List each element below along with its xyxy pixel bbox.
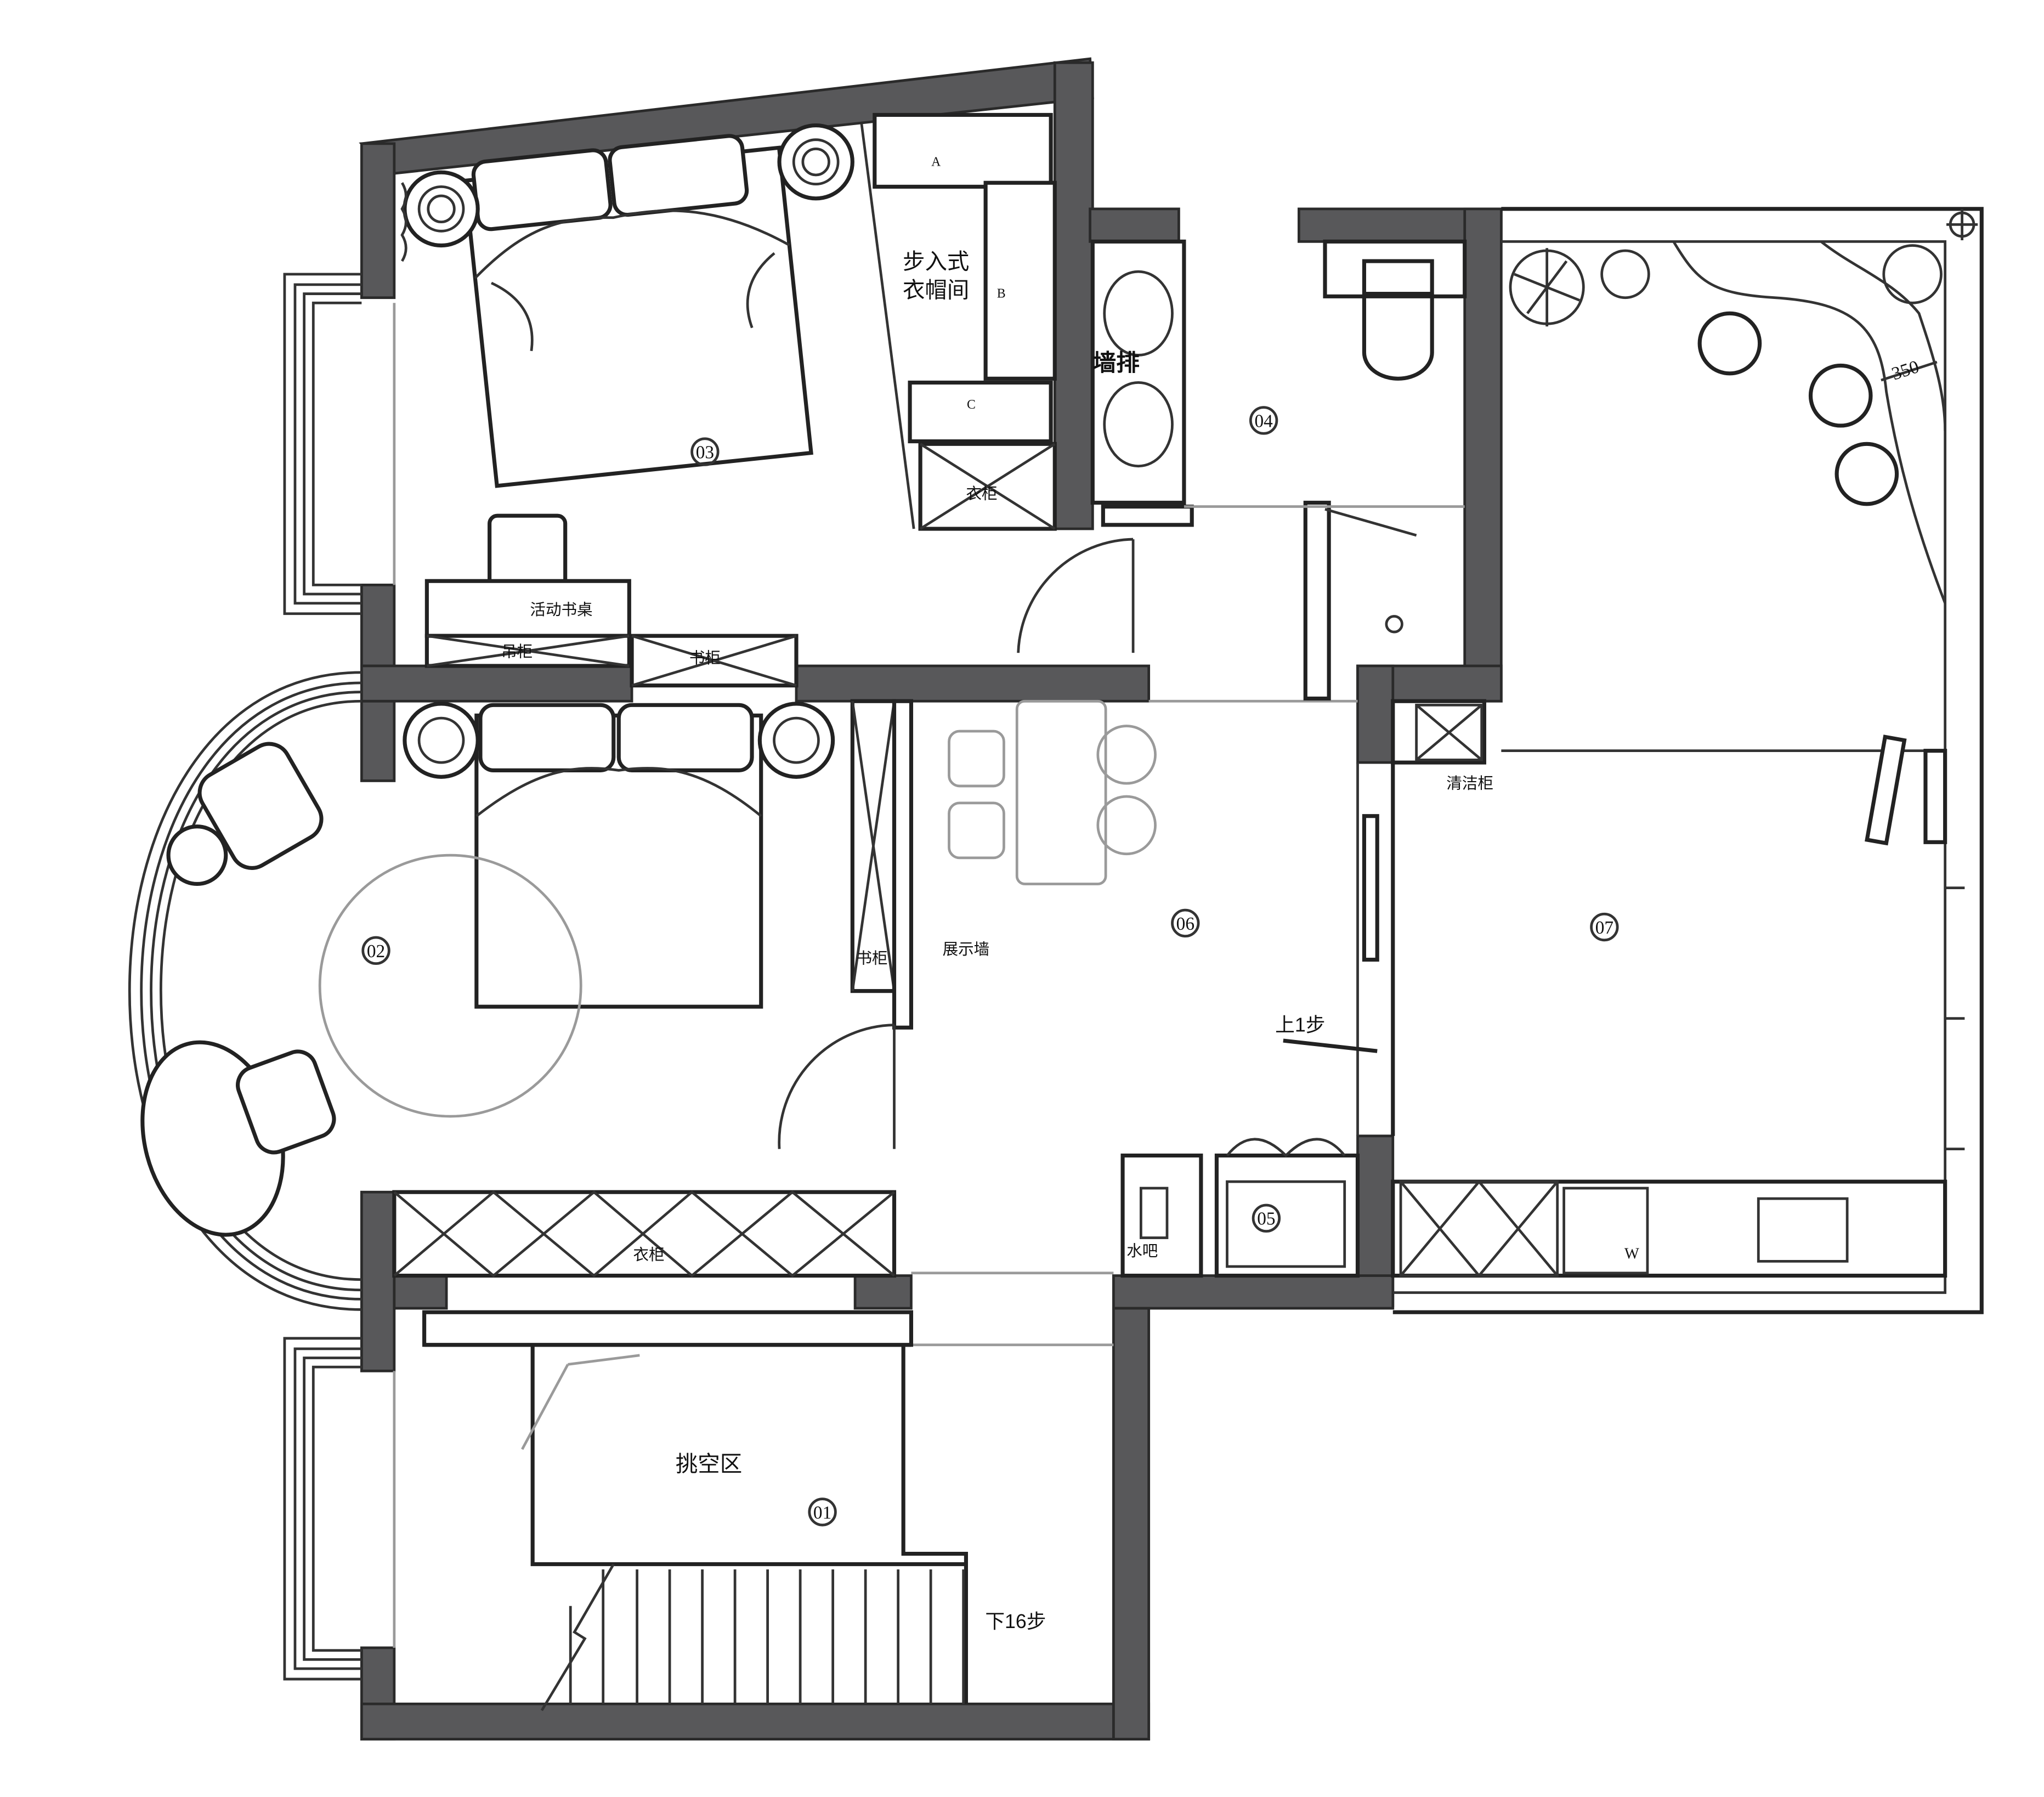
wall-br-divider-a <box>360 664 633 703</box>
bookcase-v-label: 书柜 <box>856 950 887 968</box>
wall-closet-top <box>1089 207 1180 243</box>
wall-clean-west <box>1356 664 1395 764</box>
sliding-door <box>1362 814 1379 962</box>
living-06 <box>948 699 1379 1278</box>
down-steps-label: 下16步 <box>985 1610 1046 1632</box>
up-step-label: 上1步 <box>1275 1014 1325 1036</box>
rug-round <box>318 854 582 1118</box>
cabinet-b-label: B <box>997 287 1006 301</box>
labels: 03 04 02 06 07 05 <box>361 155 1922 1632</box>
room-number-02: 02 <box>367 941 385 962</box>
stairs-01 <box>521 1354 965 1711</box>
wall-drain-label: 墙排 <box>1092 350 1140 376</box>
wall-west-mid <box>360 583 396 668</box>
wall-stair-east <box>1112 1307 1151 1741</box>
walls <box>359 57 1503 1741</box>
cleaning-cabinet-label: 清洁柜 <box>1446 775 1493 793</box>
room-tag-05: 05 <box>1252 1203 1281 1233</box>
cabinet-c-label: C <box>967 398 976 412</box>
armchair-upper <box>197 742 324 870</box>
water-bar-label: 水吧 <box>1126 1242 1158 1260</box>
closet-cabinet-b <box>983 180 1057 381</box>
bed-second <box>474 703 763 1009</box>
counter-07 <box>1391 1179 1947 1278</box>
nightstand-02-left <box>403 702 480 779</box>
bedroom-03 <box>400 112 1194 688</box>
wall-closet-east <box>1053 61 1094 530</box>
closet-cabinet-a <box>873 112 1053 189</box>
room-number-03: 03 <box>696 442 714 462</box>
nightstand-left <box>403 170 480 248</box>
outlines <box>128 207 1984 1704</box>
wall-bath-east <box>1463 207 1503 703</box>
wardrobe-top-label: 衣柜 <box>966 485 997 502</box>
bookcase-h-label: 书柜 <box>689 649 721 667</box>
room-number-04: 04 <box>1254 411 1273 431</box>
movable-desk-label: 活动书桌 <box>530 601 592 619</box>
cabinet-a-label: A <box>931 155 941 169</box>
room-tag-02: 02 <box>361 936 390 965</box>
dining-table <box>1015 699 1107 885</box>
room-tag-01: 01 <box>808 1498 837 1527</box>
bed-master <box>462 134 813 488</box>
wardrobe-bottom-label: 衣柜 <box>633 1246 664 1264</box>
water-bar <box>1120 1153 1203 1278</box>
unit-05 <box>1214 1153 1360 1278</box>
closet-cabinet-c <box>908 380 1053 444</box>
bath-04 <box>1090 239 1467 701</box>
walkin-closet-label-2: 衣帽间 <box>903 278 969 303</box>
room-number-05: 05 <box>1257 1209 1275 1229</box>
room-tag-03: 03 <box>690 437 720 466</box>
display-wall-label: 展示墙 <box>943 941 990 958</box>
curtain-br03 <box>400 182 407 262</box>
wall-br03-west <box>360 142 396 300</box>
terrace-07 <box>1391 208 1978 1278</box>
side-table <box>166 824 228 886</box>
nightstand-02-right <box>757 702 835 779</box>
compass-icon <box>1946 208 1978 240</box>
room-number-07: 07 <box>1595 918 1613 938</box>
nightstand-right <box>777 123 854 201</box>
plant-icon <box>1509 244 1943 327</box>
desk-movable <box>424 579 631 638</box>
cleaning-cabinet <box>1391 699 1486 765</box>
wall-corridor-b <box>853 1274 913 1310</box>
hanging-cabinet-label: 吊柜 <box>501 643 533 660</box>
armchair-lower <box>236 1049 336 1155</box>
walkin-closet-label-1: 步入式 <box>903 248 969 274</box>
room-number-06: 06 <box>1176 914 1194 934</box>
room-tag-07: 07 <box>1590 912 1619 942</box>
washer-w-label: W <box>1624 1246 1639 1263</box>
bedroom-02 <box>140 699 914 1278</box>
void-area-label: 挑空区 <box>676 1451 742 1477</box>
dimension-350-label: 350 <box>1889 357 1922 385</box>
room-tag-06: 06 <box>1171 908 1200 938</box>
wall-stair-south <box>360 1702 1151 1741</box>
room-tag-04: 04 <box>1249 406 1278 435</box>
room-number-01: 01 <box>813 1502 831 1523</box>
wall-br02-west-upper <box>360 699 396 782</box>
chair-desk <box>488 513 568 590</box>
wall-br02-west-lower <box>360 1190 396 1372</box>
wall-br-divider-b <box>795 664 1151 703</box>
wall-k-south <box>1112 1274 1395 1310</box>
wall-corridor-a <box>393 1274 448 1310</box>
